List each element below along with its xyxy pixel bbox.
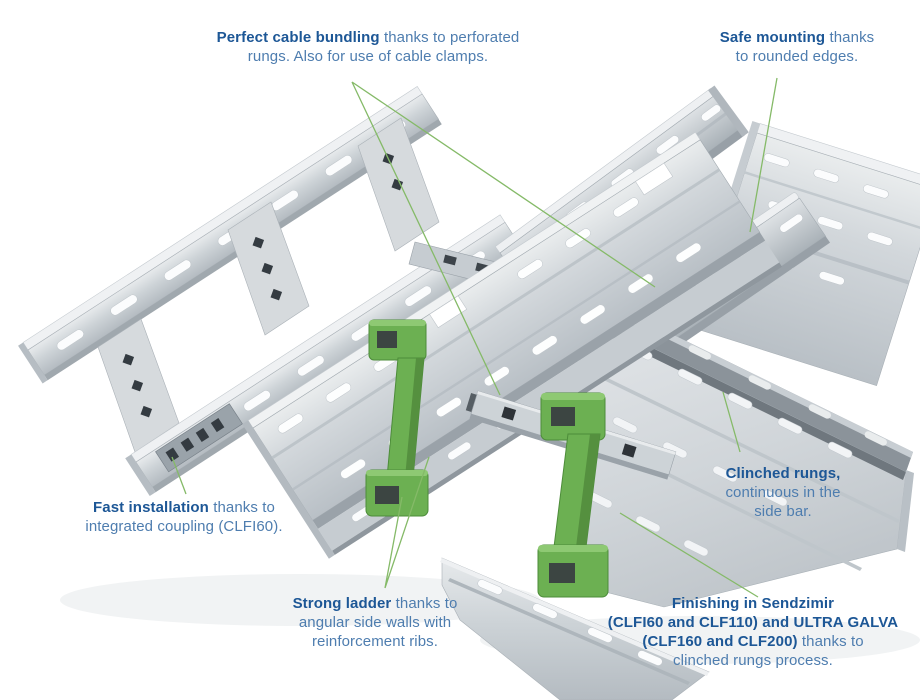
leader-line-strong-ladder — [384, 456, 430, 589]
green-coupler-right — [537, 392, 609, 598]
ladder-rungs — [97, 117, 440, 453]
leader-line-fast-installation — [171, 456, 187, 495]
green-coupler-left — [365, 319, 429, 517]
center-tray-bottom-rail — [440, 557, 710, 700]
clinched-side-bar — [587, 296, 913, 472]
leader-line-clinched-rungs — [722, 391, 741, 453]
center-tray-side-wall — [242, 131, 782, 559]
leader-line-finishing — [619, 512, 759, 598]
annotation-cable-bundling: Perfect cable bundling thanks to perfora… — [216, 29, 520, 65]
annotation-finishing: Finishing in Sendzimir(CLFI60 and CLF110… — [607, 595, 899, 669]
leader-line-cable-bundling — [351, 81, 656, 396]
integrated-coupling — [155, 403, 243, 473]
floor-end-cap — [897, 470, 914, 552]
leader-line-safe-mounting — [749, 77, 778, 233]
